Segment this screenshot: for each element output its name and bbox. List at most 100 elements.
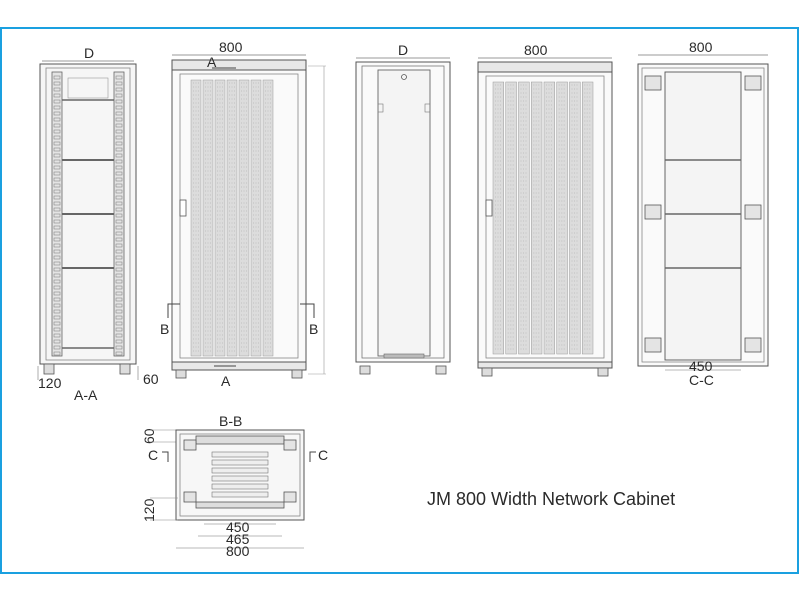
rail-hole — [115, 81, 123, 86]
rail-hole — [115, 237, 123, 242]
rail-hole — [53, 183, 61, 188]
brush-slat — [211, 491, 269, 498]
perforation-strip — [492, 81, 504, 355]
section-aa-caption: A-A — [74, 387, 98, 403]
rail-hole — [115, 189, 123, 194]
rail-hole — [53, 141, 61, 146]
rail-hole — [115, 279, 123, 284]
section-bb-dim-800: 800 — [226, 543, 250, 559]
rail-hole — [53, 189, 61, 194]
rail-hole — [53, 135, 61, 140]
rail-hole — [53, 333, 61, 338]
front-cut-top-label: A — [207, 54, 217, 70]
section-bb-dim-450: 450 — [226, 519, 250, 535]
rail-hole — [53, 321, 61, 326]
rail-hole — [115, 183, 123, 188]
rail-hole — [115, 303, 123, 308]
rail-hole — [53, 171, 61, 176]
section-cc-width-label: 800 — [689, 39, 713, 55]
front-perforation-panels — [190, 79, 274, 357]
front-cut-right-label: B — [309, 321, 318, 337]
rail-hole — [53, 249, 61, 254]
rail-hole — [115, 291, 123, 296]
rail-hole — [53, 303, 61, 308]
rail-hole — [53, 117, 61, 122]
rail-hole — [53, 81, 61, 86]
perforation-strip — [505, 81, 517, 355]
section-bb-caption: B-B — [219, 413, 242, 429]
rail-hole — [115, 159, 123, 164]
section-aa-view: D 120 60 A-A — [37, 45, 159, 403]
rail-hole — [115, 153, 123, 158]
rail-hole — [115, 333, 123, 338]
rail-hole — [53, 237, 61, 242]
rail-hole — [115, 231, 123, 236]
rail-hole — [115, 141, 123, 146]
rail-hole — [53, 309, 61, 314]
rail-hole — [115, 213, 123, 218]
rail-hole — [53, 273, 61, 278]
rail-hole — [53, 165, 61, 170]
section-bb-cut-right: C — [318, 447, 328, 463]
rail-hole — [53, 111, 61, 116]
rail-hole — [53, 129, 61, 134]
glass-top-label: D — [398, 42, 408, 58]
rail-hole — [115, 111, 123, 116]
section-bb-dim-465: 465 — [226, 531, 250, 547]
perforation-strip — [582, 81, 594, 355]
section-bb-cut-left: C — [148, 447, 158, 463]
brush-slat — [211, 467, 269, 474]
rail-hole — [115, 171, 123, 176]
brush-slat — [211, 483, 269, 490]
rail-hole — [115, 117, 123, 122]
perforation-strip — [569, 81, 581, 355]
section-aa-dim-right: 60 — [143, 371, 159, 387]
rail-hole — [115, 207, 123, 212]
perforation-strip — [543, 81, 555, 355]
rail-hole — [53, 213, 61, 218]
perforation-strip — [190, 79, 202, 357]
section-aa-rail-holes — [53, 75, 123, 356]
rail-hole — [115, 273, 123, 278]
rail-hole — [53, 195, 61, 200]
rail-hole — [53, 153, 61, 158]
rail-hole — [115, 255, 123, 260]
rail-hole — [53, 147, 61, 152]
perforation-strip — [262, 79, 274, 357]
drawing-title: JM 800 Width Network Cabinet — [427, 489, 675, 509]
rail-hole — [115, 129, 123, 134]
rail-hole — [53, 279, 61, 284]
section-cc-inner-dim: 450 — [689, 358, 713, 374]
rail-hole — [115, 87, 123, 92]
rail-hole — [53, 315, 61, 320]
front-width-label: 800 — [219, 39, 243, 55]
rear-door-view: 800 — [477, 42, 613, 377]
section-cc-caption: C-C — [689, 372, 714, 388]
rail-hole — [115, 321, 123, 326]
rail-hole — [53, 327, 61, 332]
rail-hole — [53, 201, 61, 206]
rail-hole — [115, 219, 123, 224]
rail-hole — [53, 87, 61, 92]
perforation-strip — [214, 79, 226, 357]
rail-hole — [53, 267, 61, 272]
rail-hole — [53, 261, 61, 266]
rail-hole — [115, 249, 123, 254]
rail-hole — [53, 75, 61, 80]
front-cut-bottom-label: A — [221, 373, 231, 389]
rail-hole — [115, 135, 123, 140]
section-bb-view: B-B 60 C C 120 450 465 800 — [141, 413, 328, 559]
brush-slat — [211, 451, 269, 458]
brush-slat — [211, 459, 269, 466]
rail-hole — [115, 351, 123, 356]
section-cc-view: 800 450 C-C — [637, 39, 769, 388]
section-aa-dim-left: 120 — [38, 375, 62, 391]
rail-hole — [115, 75, 123, 80]
rail-hole — [115, 225, 123, 230]
perforation-strip — [250, 79, 262, 357]
perforation-strip — [556, 81, 568, 355]
perforation-strip — [518, 81, 530, 355]
rail-hole — [115, 123, 123, 128]
section-bb-slats — [211, 451, 269, 498]
